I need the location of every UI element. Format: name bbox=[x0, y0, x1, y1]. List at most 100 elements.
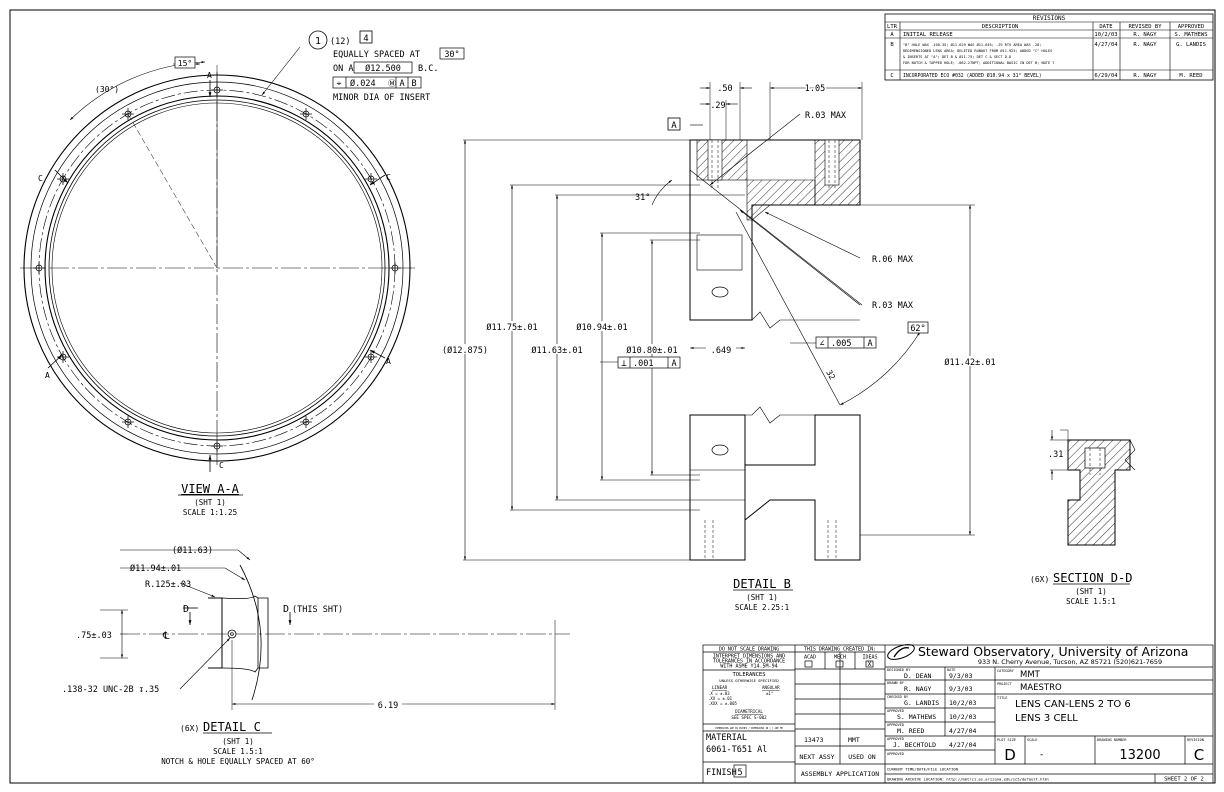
finish-num: 5 bbox=[737, 768, 742, 778]
detail-b bbox=[463, 82, 975, 561]
rev-c-by: R. NAGY bbox=[1133, 73, 1157, 79]
rev-b-appr: G. LANDIS bbox=[1176, 42, 1206, 48]
callout-line1-box: 30° bbox=[444, 50, 459, 60]
plot-size: D bbox=[1004, 746, 1016, 764]
rev-c-desc: INCORPORATED ECO #032 (ADDED Ø10.94 x 31… bbox=[903, 72, 1042, 79]
date-label: DATE bbox=[947, 668, 955, 672]
hatch-top-mid bbox=[746, 179, 816, 221]
approved-3: J. BECHTOLD bbox=[893, 741, 936, 749]
scale-label: SCALE bbox=[1027, 738, 1038, 742]
fcf-datum-b: B bbox=[411, 79, 416, 89]
perpendicular-icon: ⊥ bbox=[621, 359, 627, 369]
rev-b-desc-3: & INSERTS AT "A"; DET B & Ø11.75; DET C … bbox=[903, 54, 1011, 59]
rev-a-appr: S. MATHEWS bbox=[1174, 32, 1207, 38]
rev-c-ltr: C bbox=[890, 73, 893, 79]
detail-c-scale: SCALE 1.5:1 bbox=[213, 747, 263, 756]
rev-header-by: REVISED BY bbox=[1128, 24, 1162, 30]
rev-header-ltr: LTR bbox=[887, 24, 898, 30]
flag-note-box bbox=[359, 30, 373, 44]
detail-b-scale: SCALE 2.25:1 bbox=[735, 603, 789, 612]
r03-mid: R.03 MAX bbox=[872, 301, 914, 311]
archive-location: DRAWING ARCHIVE LOCATION: http://mmtrc1.… bbox=[887, 777, 1049, 782]
revision: C bbox=[1194, 746, 1204, 764]
r125: R.125±.03 bbox=[145, 580, 191, 590]
angle-30-label: (30°) bbox=[95, 85, 119, 94]
sheet-border bbox=[9, 9, 1216, 784]
svg-text:1.05: 1.05 bbox=[805, 84, 825, 94]
finish-label: FINISH bbox=[706, 768, 737, 778]
used-on-label: USED ON bbox=[848, 753, 875, 761]
perpendicularity-fcf: ⊥ .001 A bbox=[617, 356, 681, 369]
tol-xx: .XX = ±.01 bbox=[708, 696, 733, 701]
section-dd-labels: .31 (6X) SECTION D-D (SHT 1) SCALE 1.5:1 bbox=[1030, 450, 1132, 606]
project-label: PROJECT bbox=[997, 682, 1013, 686]
revisions-table: REVISIONS LTR DESCRIPTION DATE REVISED B… bbox=[884, 13, 1214, 81]
section-dd-scale: SCALE 1.5:1 bbox=[1066, 597, 1116, 606]
approved-3-date: 4/27/04 bbox=[949, 741, 976, 749]
dwg-num: 13200 bbox=[1119, 748, 1160, 763]
dim-619: 6.19 bbox=[378, 701, 398, 711]
rev-a-date: 10/2/03 bbox=[1094, 32, 1117, 38]
view-aa-title: VIEW A-A bbox=[181, 482, 240, 496]
approved-1: S. MATHEWS bbox=[897, 713, 936, 721]
ideas-check-icon: X bbox=[868, 661, 872, 668]
detail-c-prefix: (6X) bbox=[180, 724, 199, 733]
detail-c-sheet: (SHT 1) bbox=[222, 737, 254, 746]
designed-by: D. DEAN bbox=[904, 672, 931, 680]
section-letter-a-right: A bbox=[386, 357, 391, 366]
callout-balloon bbox=[308, 30, 328, 50]
category: MMT bbox=[1020, 670, 1041, 680]
r06: R.06 MAX bbox=[872, 255, 914, 265]
rev-b-desc-1: "B" HOLE WAS .150-35; Ø11.629 WAS Ø11.64… bbox=[903, 42, 1041, 47]
detail-c-title: DETAIL C bbox=[203, 720, 261, 734]
bolt-hole-icon bbox=[389, 262, 401, 274]
angularity-icon: ∠ bbox=[819, 339, 824, 349]
section-dd bbox=[1050, 429, 1136, 546]
section-d-left: D bbox=[183, 604, 189, 615]
drawn-by: R. NAGY bbox=[904, 685, 931, 693]
dim-649: .649 bbox=[711, 346, 731, 356]
checked-by-label: CHECKED BY bbox=[887, 695, 909, 699]
dim-12875: (Ø12.875) bbox=[442, 345, 488, 356]
linear-label: LINEAR bbox=[712, 685, 728, 690]
angle-30-arc bbox=[69, 61, 206, 121]
view-aa-scale: SCALE 1:1.25 bbox=[183, 508, 237, 517]
plot-size-label: PLOT SIZE bbox=[997, 738, 1016, 742]
designed-by-label: DESIGNED BY bbox=[887, 668, 911, 672]
checked-by: G. LANDIS bbox=[904, 699, 939, 707]
title-line-2: LENS 3 CELL bbox=[1015, 713, 1078, 724]
project: MAESTRO bbox=[1020, 683, 1062, 693]
rev-a-desc: INITIAL RELEASE bbox=[903, 32, 953, 38]
title-line-1: LENS CAN-LENS 2 TO 6 bbox=[1015, 699, 1131, 710]
steward-logo-icon bbox=[887, 644, 915, 660]
angular-label: ANGULAR bbox=[762, 685, 780, 690]
material-label: MATERIAL bbox=[706, 733, 747, 743]
radial-line-30 bbox=[127, 113, 218, 269]
next-assy-proj: MMT bbox=[848, 736, 860, 744]
rev-a-ltr: A bbox=[890, 32, 894, 38]
datum-a: A bbox=[671, 121, 677, 131]
detail-b-labels: .50 1.05 1.05 .29 A R.03 MAX 31° R.06 MA… bbox=[437, 83, 1004, 612]
section-dd-title: SECTION D-D bbox=[1053, 571, 1132, 585]
approved-label-2: APPROVED bbox=[887, 723, 904, 727]
dim-29: .29 bbox=[710, 101, 725, 111]
category-label: CATEGORY bbox=[997, 669, 1015, 673]
section-letter-a-top: A bbox=[207, 71, 212, 80]
callout-1-leader bbox=[261, 46, 301, 96]
callout-qty: (12) bbox=[330, 37, 350, 47]
drawn-date: 9/3/03 bbox=[949, 685, 973, 693]
bolt-hole-icon bbox=[300, 416, 312, 428]
position-icon: ⌖ bbox=[337, 79, 342, 89]
rev-b-ltr: B bbox=[890, 42, 894, 48]
revision-label: REVISION bbox=[1187, 738, 1204, 742]
position-fcf: ⌖ Ø.024 Ⓜ A B bbox=[332, 76, 422, 89]
section-letter-c-left: C bbox=[38, 174, 43, 183]
do-not-scale: DO NOT SCALE DRAWING bbox=[719, 647, 779, 653]
drawn-by-label: DRAWN BY bbox=[887, 681, 905, 685]
section-dd-prefix: (6X) bbox=[1030, 575, 1049, 584]
rev-c-date: 6/29/04 bbox=[1094, 73, 1118, 79]
approved-label-4: APPROVED bbox=[887, 752, 904, 756]
section-letter-c-right: C bbox=[386, 173, 391, 182]
interpret-3: WITH ASME Y14.5M-94 bbox=[720, 664, 777, 670]
